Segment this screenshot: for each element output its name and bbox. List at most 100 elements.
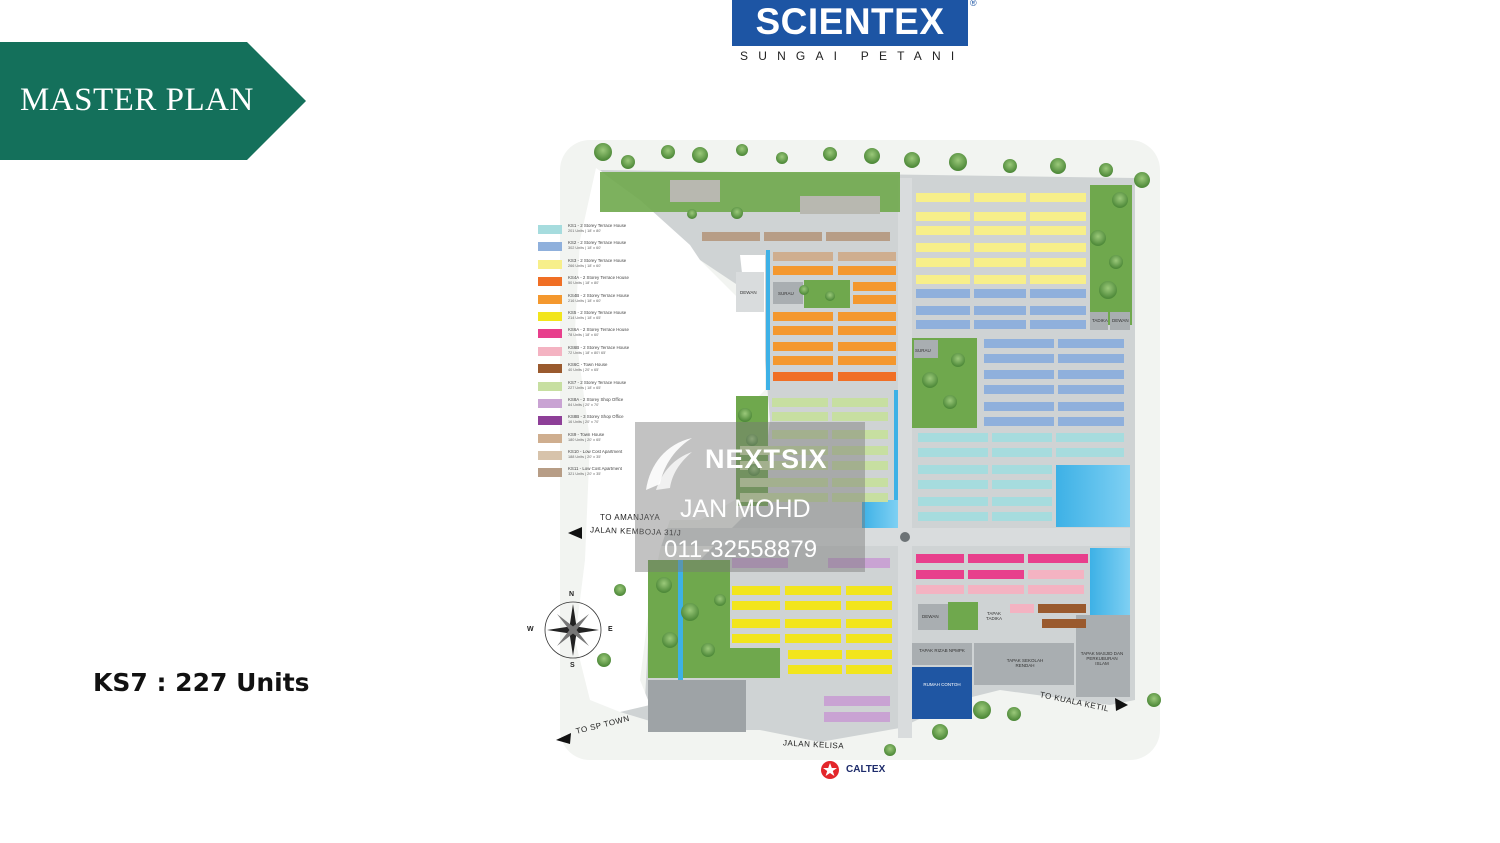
- legend-label: KS9 - Town House: [568, 431, 605, 437]
- canal-2: [678, 560, 683, 710]
- scientex-logo-box: [732, 0, 968, 46]
- north-shop: [800, 196, 880, 214]
- legend-detail: 227 Units | 18' x 65': [568, 385, 602, 390]
- legend-detail: 188 Units | 20' x 35': [568, 455, 602, 460]
- legend-detail: 216 Units | 18' x 60': [568, 298, 602, 303]
- label-tadika-1: TADIKA: [1092, 318, 1108, 323]
- legend-label: KS3 - 2 Storey Terrace House: [568, 257, 627, 263]
- label-surau-1: SURAU: [778, 291, 794, 296]
- sw-commercial-block: [648, 680, 746, 732]
- legend-label: KS1 - 2 Storey Terrace House: [568, 223, 627, 228]
- label-rumah-contoh: RUMAH CONTOH: [923, 682, 961, 687]
- legend-label: KS6C - Town House: [568, 362, 608, 368]
- legend-detail: 72 Units | 18' x 80'/ 65': [568, 350, 606, 355]
- legend-detail: 50 Units | 18' x 80': [568, 281, 599, 286]
- pond-east: [1056, 465, 1130, 527]
- legend-swatch: [538, 451, 562, 461]
- legend-swatch: [538, 364, 562, 374]
- pond-southeast: [1090, 548, 1130, 616]
- legend-label: KS2 - 2 Storey Terrace House: [568, 240, 627, 246]
- legend-label: KS4A - 2 Storey Terrace House: [568, 275, 629, 281]
- legend-label: KS6B - 2 Storey Terrace House: [568, 344, 630, 350]
- park-east: [1090, 185, 1132, 325]
- ks8a-units: [732, 558, 890, 722]
- legend-swatch: [538, 294, 562, 304]
- label-dewan-1: DEWAN: [740, 290, 757, 295]
- label-tapak-masjid: TAPAK MASJID DAN PERKUBURAN ISLAM: [1080, 651, 1124, 666]
- legend-swatch: [538, 329, 562, 339]
- legend-swatch: [538, 346, 562, 356]
- label-dewan-2: DEWAN: [1112, 318, 1129, 323]
- legend-label: KS7 - 2 Storey Terrace House: [568, 379, 627, 385]
- legend-detail: 84 Units | 20' x 70': [568, 402, 599, 407]
- label-tapak-rizab: TAPAK RIZAB NPMPK: [919, 648, 965, 653]
- sekolah-block: [974, 643, 1074, 685]
- rumah-contoh-block: [912, 667, 972, 719]
- ks1-units: [918, 433, 1124, 521]
- legend-swatch: [538, 225, 562, 234]
- road-to-amanjaya: TO AMANJAYA: [600, 513, 661, 522]
- arrow-sp-town: [556, 733, 571, 744]
- arrow-kuala-ketil: [1115, 698, 1128, 711]
- ks2-units: [916, 289, 1124, 426]
- legend-label: KS6A - 2 Storey Terrace House: [568, 327, 629, 333]
- label-dewan-3: DEWAN: [922, 614, 939, 619]
- ks3-units: [916, 193, 1086, 284]
- main-road: [600, 528, 1130, 546]
- legend-detail: 16 Units | 20' x 70': [568, 420, 599, 425]
- park-se: [948, 602, 978, 630]
- legend-detail: 201 Units | 18' x 80': [568, 229, 602, 233]
- ks6b-units: [916, 570, 1084, 613]
- caltex-star-icon: [821, 761, 839, 779]
- legend-swatch: [538, 398, 562, 408]
- legend-detail: 214 Units | 18' x 65': [568, 315, 602, 320]
- legend-label: KS8A - 2 Storey Shop Office: [568, 396, 624, 402]
- tadika-block-1: [1090, 312, 1108, 330]
- legend-detail: 321 Units | 20' x 35': [568, 472, 602, 477]
- legend-label: KS11 - Low Cost Apartment: [568, 466, 622, 472]
- legend-swatch: [538, 468, 562, 478]
- legend-label: KS5 - 2 Storey Terrace House: [568, 309, 627, 315]
- roundabout: [900, 532, 910, 542]
- nextsix-logo-icon: [646, 438, 692, 490]
- central-road: [898, 178, 912, 738]
- legend-detail: 180 Units | 20' x 65': [568, 437, 602, 442]
- compass-rose: [544, 601, 602, 659]
- surau-block-1: [773, 282, 803, 304]
- ks6a-units: [916, 554, 1088, 579]
- river: [575, 168, 758, 712]
- legend-detail: 40 Units | 20' x 65': [568, 368, 599, 373]
- dewan-block-1: [736, 272, 764, 312]
- ks7-units: [740, 398, 888, 502]
- label-tapak-sekolah: TAPAK SEKOLAH RENDAH: [1006, 658, 1044, 668]
- watermark-brand: NEXTSIX: [705, 444, 828, 474]
- legend-detail: 78 Units | 18' x 60': [568, 333, 599, 338]
- compass-south: S: [570, 662, 575, 669]
- legend-swatch: [538, 259, 562, 269]
- canal-3: [894, 390, 898, 500]
- ks4b-units: [773, 266, 896, 365]
- ks5-units: [732, 586, 892, 674]
- caltex-label: CALTEX: [846, 764, 886, 775]
- perimeter-trees: [594, 143, 1161, 756]
- legend-swatch: [538, 277, 562, 287]
- compass-east: E: [608, 626, 613, 633]
- legend-swatch: [538, 311, 562, 321]
- label-surau-2: SURAU: [915, 348, 931, 353]
- legend-label: KS4B - 2 Storey Terrace House: [568, 292, 630, 298]
